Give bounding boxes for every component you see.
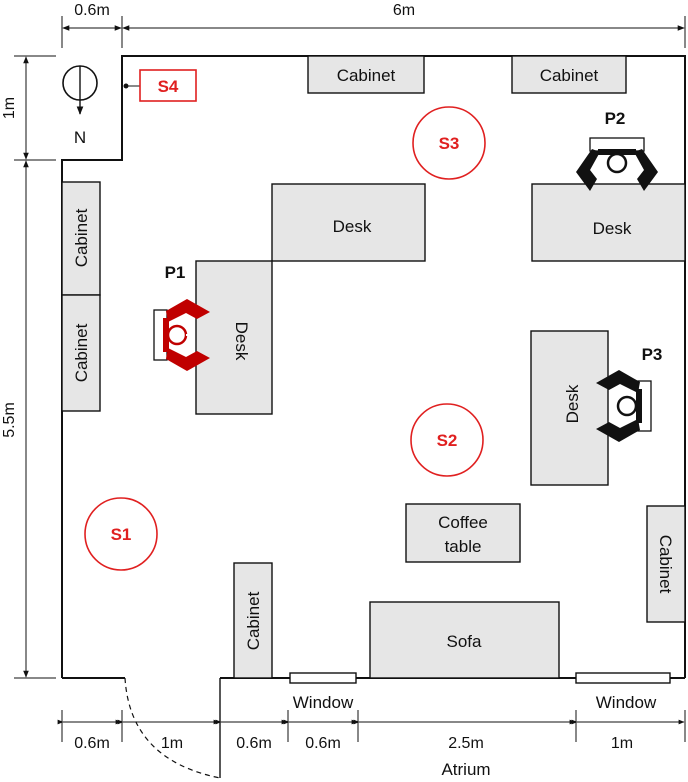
dim-left-top: 1m: [1, 97, 18, 119]
left-dimensions: 1m 5.5m: [1, 55, 56, 679]
coffee-table-label-line1: Coffee: [438, 513, 488, 532]
window-left: [289, 672, 357, 684]
cabinet-top-2-label: Cabinet: [540, 66, 599, 85]
desk-p2: Desk: [531, 183, 686, 262]
dim-top-main: 6m: [393, 2, 415, 19]
sensor-s2: S2: [410, 403, 484, 477]
dim-bottom-4: 0.6m: [305, 735, 341, 752]
window-right: [575, 672, 671, 684]
compass-north-label: N: [74, 128, 86, 147]
cabinet-left-1: Cabinet: [61, 181, 101, 296]
top-dimensions: 0.6m 6m: [61, 2, 686, 48]
cabinet-left-1-label: Cabinet: [72, 208, 91, 267]
cabinet-bottom: Cabinet: [233, 562, 273, 679]
sofa-label: Sofa: [447, 632, 483, 651]
sensor-s1-label: S1: [111, 525, 132, 544]
dim-bottom-3: 0.6m: [236, 735, 272, 752]
desk-center-label: Desk: [333, 217, 372, 236]
person-p3-icon: [596, 370, 652, 442]
sensor-s4: S4: [123, 69, 197, 102]
cabinet-top-1: Cabinet: [307, 55, 425, 94]
sensor-s3-label: S3: [439, 134, 460, 153]
desk-p1-label: Desk: [232, 322, 251, 361]
door: [124, 677, 221, 779]
cabinet-right: Cabinet: [646, 505, 686, 623]
coffee-table-label-line2: table: [445, 537, 482, 556]
cabinet-top-1-label: Cabinet: [337, 66, 396, 85]
desk-p3-label: Desk: [563, 384, 582, 423]
desk-p2-label: Desk: [593, 219, 632, 238]
window-right-label: Window: [596, 693, 657, 712]
person-p3-label: P3: [642, 345, 663, 364]
dim-bottom-2: 1m: [161, 735, 183, 752]
dim-top-left: 0.6m: [74, 2, 110, 19]
person-p1-label: P1: [165, 263, 186, 282]
coffee-table: Coffee table: [405, 503, 521, 563]
dim-bottom-5: 2.5m: [448, 735, 484, 752]
sensor-s3: S3: [412, 106, 486, 180]
cabinet-top-2: Cabinet: [511, 55, 627, 94]
sofa: Sofa: [369, 601, 560, 679]
desk-p3: Desk: [530, 330, 609, 486]
dim-left-main: 5.5m: [1, 402, 18, 438]
dim-bottom-6: 1m: [611, 735, 633, 752]
desk-p1: Desk: [195, 260, 273, 415]
cabinet-left-2-label: Cabinet: [72, 323, 91, 382]
person-p2-icon: [576, 137, 658, 191]
compass-icon: [62, 65, 98, 115]
bottom-dimensions: 0.6m 1m 0.6m 0.6m 2.5m 1m: [57, 710, 686, 752]
cabinet-left-2: Cabinet: [61, 294, 101, 412]
cabinet-bottom-label: Cabinet: [244, 591, 263, 650]
person-p1-icon: [153, 299, 210, 371]
cabinet-right-label: Cabinet: [656, 535, 675, 594]
person-p2-label: P2: [605, 109, 626, 128]
sensor-s4-label: S4: [158, 77, 179, 96]
window-left-label: Window: [293, 693, 354, 712]
sensor-s2-label: S2: [437, 431, 458, 450]
dim-bottom-1: 0.6m: [74, 735, 110, 752]
sensor-s1: S1: [84, 497, 158, 571]
desk-center: Desk: [271, 183, 426, 262]
atrium-label: Atrium: [441, 760, 490, 779]
